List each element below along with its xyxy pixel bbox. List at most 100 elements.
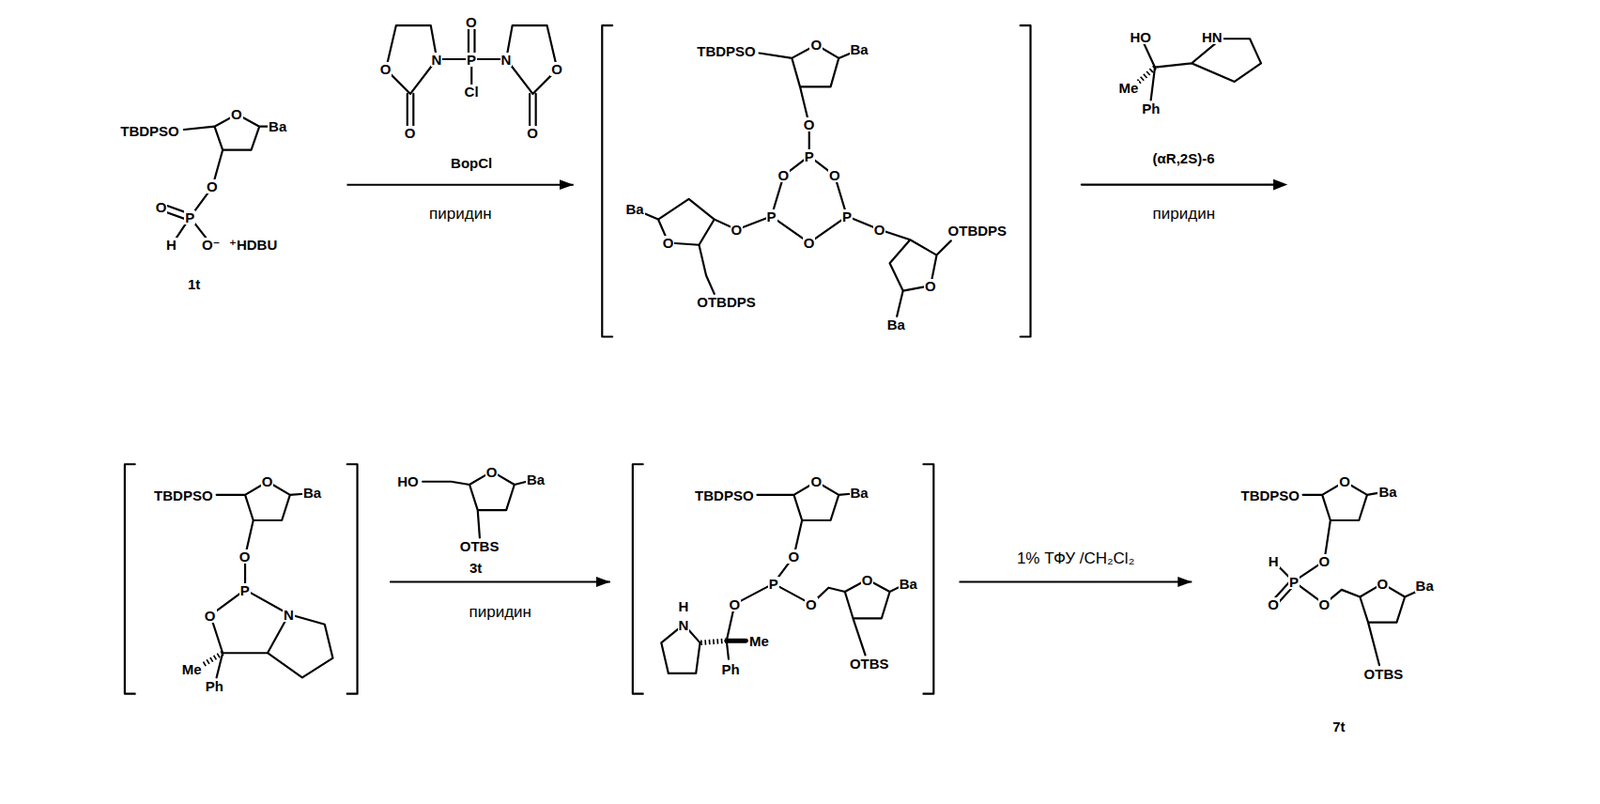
atom-label: OTBDPS <box>947 223 1009 238</box>
structure-node: HO HN MePh (αR,2S)-6 <box>1117 20 1271 174</box>
atom-label: TBDPSO <box>1239 488 1301 503</box>
atom-label: O <box>786 549 800 564</box>
atom-label: O <box>154 200 169 215</box>
atom-label: P <box>184 210 196 225</box>
atom-label: Ba <box>302 485 323 500</box>
atom-label: O <box>873 222 887 237</box>
atom-label: TBDPSO <box>119 123 181 139</box>
atom-label: H <box>1267 553 1280 569</box>
hashed-bond <box>700 640 727 643</box>
atom-label: TBDPSO <box>153 488 215 503</box>
atom-label: (αR,2S)-6 <box>1152 151 1216 166</box>
atom-label: H <box>677 599 691 614</box>
atom-label: O <box>238 549 252 564</box>
atom-label: P <box>841 209 853 224</box>
atom-label: Ba <box>624 201 645 216</box>
atom-label: OTBDPS <box>695 294 757 309</box>
atom-label: O <box>464 15 478 30</box>
atom-label: Ba <box>849 485 870 500</box>
atom-label: O <box>727 597 741 612</box>
atom-label: Ph <box>1140 101 1161 116</box>
atom-label: P <box>768 576 780 591</box>
structure-node: TBDPSOOBaOPONMePh <box>120 461 390 697</box>
structure-node: TBDPSOOBaOPOOOBaOTBSHNMePh <box>610 461 960 697</box>
atom-label: OTBS <box>459 538 501 554</box>
atom-label: O <box>230 107 244 122</box>
atom-label: Ph <box>721 661 741 677</box>
atom-label: O <box>809 474 823 489</box>
atom-label: Me <box>181 661 203 677</box>
structure-node: HO O BaOTBS 3t <box>392 459 571 577</box>
atom-label: O <box>403 125 417 140</box>
wedge-bond <box>726 638 747 644</box>
atom-label: TBDPSO <box>693 488 755 503</box>
atom-label: HN <box>1200 30 1224 45</box>
atom-label: OTBS <box>1363 666 1405 681</box>
atom-label: P <box>1288 574 1300 589</box>
atom-label: O <box>1338 474 1352 489</box>
atom-label: O <box>802 235 816 250</box>
atom-label: Ba <box>1415 578 1435 593</box>
atom-label: Me <box>748 633 770 648</box>
atom-label: BopCl <box>449 155 493 170</box>
structure-node: TBDPSOOBaOPOOPPOOBaOOTBDPSOOTBDPSOBa <box>573 22 1033 340</box>
atom-label: O <box>1318 553 1332 569</box>
atom-label: Ba <box>267 119 288 134</box>
atom-label: N <box>282 607 295 622</box>
atom-label: N <box>500 52 513 67</box>
atom-label: O <box>828 168 842 183</box>
atom-label: O <box>804 597 818 612</box>
bracket <box>124 463 358 693</box>
reaction-arrow <box>1081 184 1276 186</box>
atom-label: Ba <box>849 42 870 57</box>
atom-label: O <box>379 61 393 77</box>
atom-label: O <box>485 464 499 479</box>
atom-label: O <box>923 278 938 293</box>
atom-label: O <box>809 37 823 52</box>
atom-label: Ba <box>886 317 907 332</box>
atom-label: O <box>777 168 791 183</box>
atom-label: P <box>803 149 816 164</box>
atom-label: O <box>205 179 219 194</box>
atom-label: O <box>861 572 875 587</box>
atom-label: 7t <box>1331 719 1346 734</box>
atom-label: O <box>1266 597 1280 612</box>
atom-label: H <box>165 237 178 252</box>
atom-label: P <box>465 52 477 67</box>
bracket <box>632 463 934 693</box>
atom-label: HO <box>396 474 420 489</box>
reaction-arrow <box>389 580 611 583</box>
bond-lines <box>385 22 557 133</box>
reaction-arrow <box>346 184 573 186</box>
atom-label: TBDPSO <box>695 44 757 59</box>
atom-label: N <box>677 617 691 632</box>
bond-lines <box>661 481 900 674</box>
atom-label: HO <box>1128 30 1153 45</box>
atom-label: Ba <box>1377 484 1398 499</box>
atom-label: O <box>1318 597 1332 612</box>
hashed-bond <box>201 652 223 665</box>
atom-label: Me <box>1117 80 1139 95</box>
atom-label: N <box>430 52 444 67</box>
bond-lines <box>210 481 333 678</box>
atom-label: O <box>1376 576 1390 591</box>
reaction-condition: 1% ТФУ /CH₂Cl₂ <box>1015 550 1137 569</box>
atom-label: O <box>802 117 816 132</box>
reaction-condition: пиридин <box>1151 205 1217 224</box>
atom-label: O <box>261 474 275 489</box>
atom-label: 3t <box>468 560 483 575</box>
atom-label: O <box>525 125 539 140</box>
bond-lines <box>422 471 527 539</box>
structure-node: ONPNClOOOOBopCl <box>372 4 567 175</box>
atom-label: Cl <box>463 84 480 99</box>
atom-label: P <box>766 209 778 224</box>
atom-label: O <box>550 61 564 77</box>
atom-label: ⁺HDBU <box>228 237 278 252</box>
atom-label: Ba <box>525 472 546 487</box>
atom-label: P <box>239 583 251 598</box>
bond-lines <box>1142 38 1262 100</box>
atom-label: O <box>203 608 217 623</box>
atom-label: OTBS <box>848 656 891 671</box>
atom-label: O <box>661 235 676 250</box>
